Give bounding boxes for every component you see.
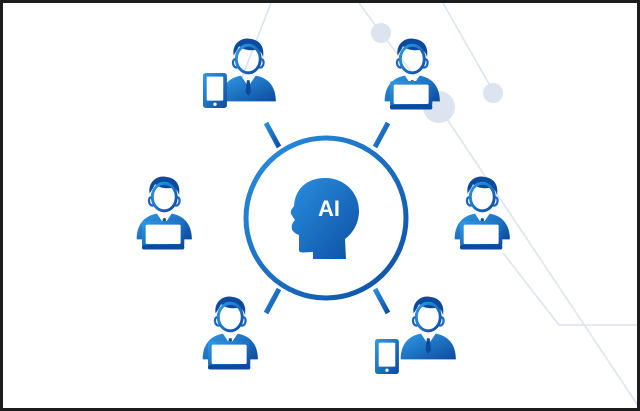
ai-label: AI (318, 196, 340, 221)
user-left (135, 175, 194, 250)
network-diagram (135, 3, 637, 406)
user-bottom-left (201, 295, 260, 370)
connector-spokes (211, 121, 443, 315)
background-decoration (234, 3, 637, 406)
ai-head-icon (290, 178, 359, 259)
user-top-left (203, 37, 278, 108)
user-right (453, 175, 512, 250)
ai-hub (243, 135, 409, 301)
